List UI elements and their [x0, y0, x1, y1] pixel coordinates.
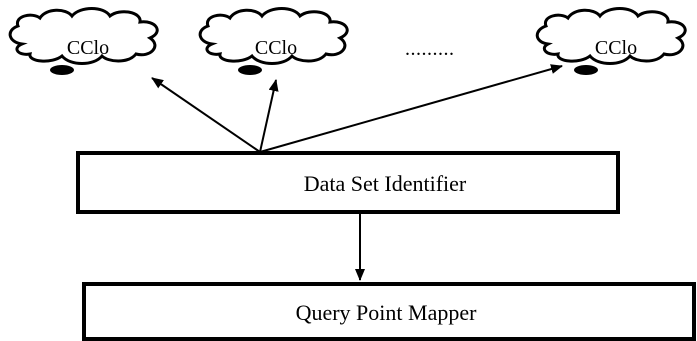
query-point-mapper-box: Query Point Mapper: [82, 282, 696, 341]
identifier-label: Data Set Identifier: [304, 171, 467, 196]
data-set-identifier-box: Data Set Identifier: [76, 151, 620, 214]
cloud-shape: [8, 7, 159, 65]
cloud-node-1: CClo: [8, 7, 159, 75]
cloud-node-2: CClo: [198, 7, 349, 75]
cloud-node-3: CClo: [535, 7, 687, 75]
cloud-tail: [574, 65, 598, 75]
cloud-label-2: CClo: [255, 37, 297, 59]
cloud-tail: [238, 65, 262, 75]
cloud-tail: [50, 65, 74, 75]
mapper-label: Query Point Mapper: [296, 300, 478, 325]
arrow-to-cloud-1: [151, 77, 261, 153]
cloud-shape: [198, 7, 349, 65]
arrow-to-cloud-2: [259, 79, 279, 153]
ellipsis-text: .........: [405, 38, 455, 60]
cloud-label-3: CClo: [595, 37, 637, 59]
cloud-label-1: CClo: [67, 37, 109, 59]
cloud-shape: [535, 7, 687, 65]
arrow-to-cloud-3: [259, 64, 563, 153]
